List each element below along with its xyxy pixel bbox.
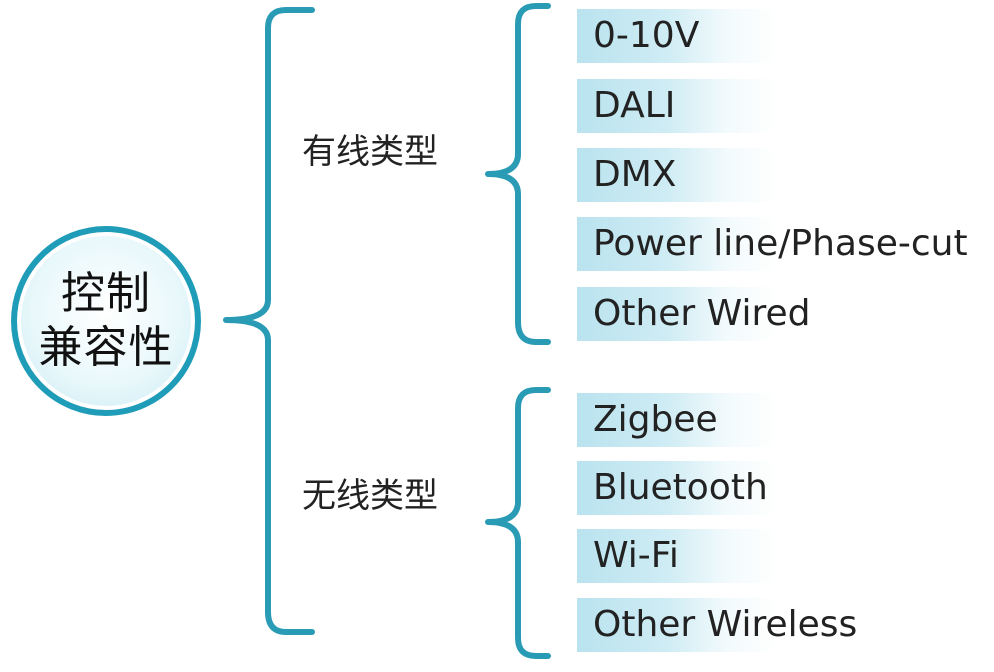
leaf-label: DMX [593, 154, 677, 195]
root-label-line-1: 控制 [61, 268, 151, 319]
wireless-bracket [485, 387, 551, 659]
root-bracket [223, 7, 315, 635]
leaf-dali: DALI [577, 79, 777, 133]
leaf-label: Power line/Phase-cut [593, 223, 968, 264]
leaf-label: Bluetooth [593, 467, 768, 508]
leaf-0-10v: 0-10V [577, 9, 777, 63]
leaf-label: Wi-Fi [593, 535, 679, 576]
group-label-wireless: 无线类型 [302, 476, 438, 516]
root-node: 控制 兼容性 [11, 226, 201, 416]
leaf-label: Other Wireless [593, 604, 858, 645]
group-label-wired: 有线类型 [302, 132, 438, 172]
leaf-power-line-phase-cut: Power line/Phase-cut [577, 217, 968, 271]
leaf-label: Other Wired [593, 293, 811, 334]
leaf-label: Zigbee [593, 399, 718, 440]
root-label-line-2: 兼容性 [38, 322, 174, 373]
leaf-dmx: DMX [577, 148, 777, 202]
leaf-wi-fi: Wi-Fi [577, 529, 777, 583]
wired-bracket [485, 3, 551, 345]
leaf-other-wireless: Other Wireless [577, 598, 857, 652]
root-node-label: 控制 兼容性 [36, 267, 176, 375]
leaf-bluetooth: Bluetooth [577, 461, 777, 515]
leaf-label: DALI [593, 85, 676, 126]
leaf-zigbee: Zigbee [577, 393, 777, 447]
leaf-other-wired: Other Wired [577, 287, 810, 341]
leaf-label: 0-10V [593, 15, 700, 56]
